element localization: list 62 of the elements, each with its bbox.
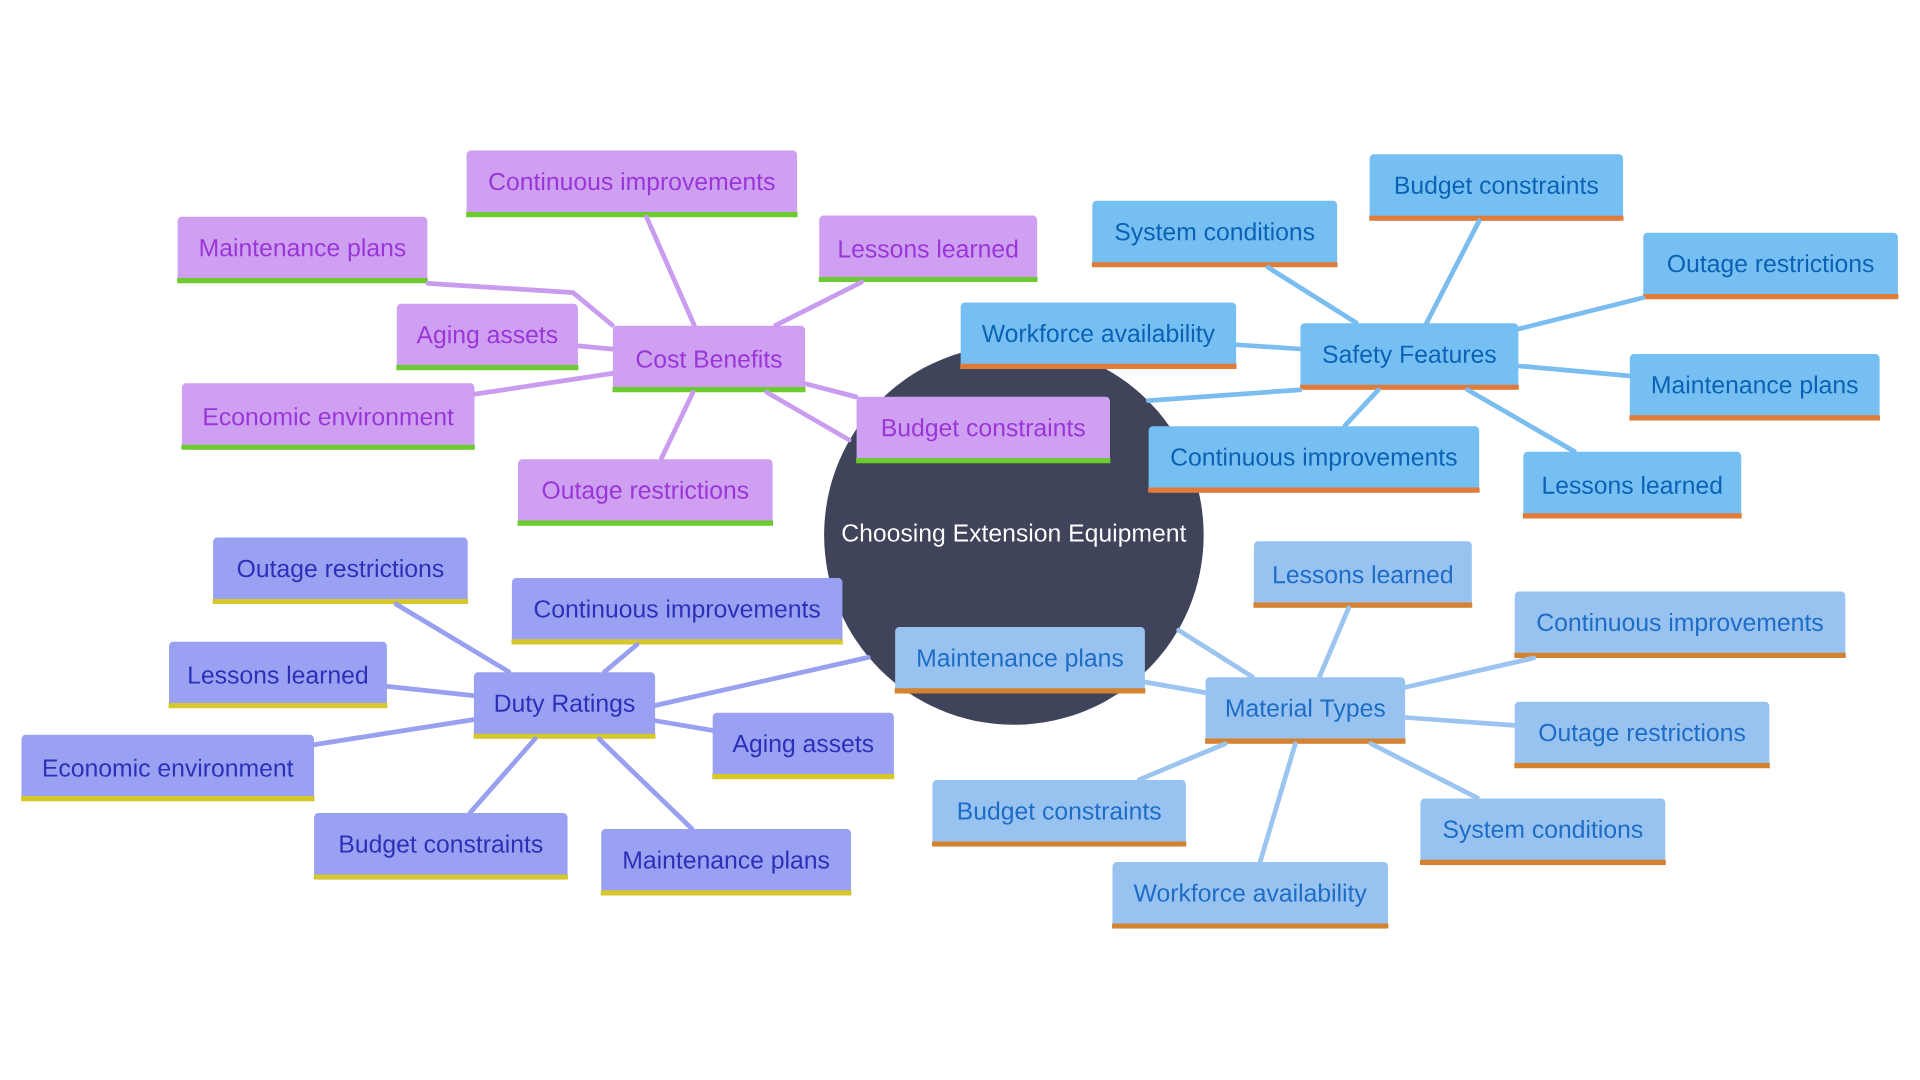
connector-line bbox=[653, 718, 715, 733]
topic-box: Continuous improvements bbox=[1514, 591, 1846, 658]
topic-box: Workforce availability bbox=[1112, 862, 1389, 929]
topic-box: Lessons learned bbox=[1522, 451, 1742, 519]
topic-box: Continuous improvements bbox=[511, 577, 843, 645]
connector-line bbox=[596, 736, 694, 831]
connector-line bbox=[1142, 679, 1208, 695]
connector-line bbox=[1317, 605, 1352, 680]
topic-box: Budget constraints bbox=[1369, 154, 1624, 221]
connector-line bbox=[393, 601, 512, 675]
topic-box: Economic environment bbox=[181, 383, 475, 450]
topic-box: Continuous improvements bbox=[466, 150, 798, 218]
connector-line bbox=[385, 684, 476, 698]
branch-box: Duty Ratings bbox=[473, 672, 656, 739]
topic-box: Maintenance plans bbox=[1629, 353, 1881, 421]
connector-line bbox=[653, 655, 871, 708]
topic-box: Aging assets bbox=[712, 712, 895, 780]
topic-box: Maintenance plans bbox=[177, 216, 428, 284]
topic-box: Workforce availability bbox=[960, 302, 1237, 369]
topic-box: System conditions bbox=[1091, 200, 1338, 268]
topic-box: Maintenance plans bbox=[600, 829, 852, 896]
connector-line bbox=[1136, 741, 1228, 782]
connector-line bbox=[1516, 363, 1632, 379]
connector-line bbox=[764, 389, 852, 443]
topic-box: Lessons learned bbox=[168, 641, 388, 709]
connector-line bbox=[1265, 265, 1359, 326]
connector-line bbox=[1403, 715, 1517, 728]
branch-box: Safety Features bbox=[1300, 323, 1519, 390]
connector-line bbox=[644, 214, 697, 328]
connector-line bbox=[602, 642, 640, 675]
connector-line bbox=[425, 280, 615, 328]
connector-line bbox=[576, 343, 615, 352]
topic-box: Budget constraints bbox=[932, 780, 1187, 847]
connector-line bbox=[1516, 295, 1646, 332]
connector-line bbox=[658, 389, 696, 462]
connector-line bbox=[1146, 387, 1303, 403]
topic-box: Economic environment bbox=[21, 734, 315, 802]
topic-box: Budget constraints bbox=[313, 813, 568, 880]
connector-line bbox=[1424, 218, 1482, 326]
topic-box: Outage restrictions bbox=[212, 537, 469, 605]
topic-box: Outage restrictions bbox=[517, 459, 774, 526]
connector-line bbox=[1465, 387, 1577, 454]
topic-box: Continuous improvements bbox=[1148, 426, 1480, 493]
topic-box: Outage restrictions bbox=[1514, 701, 1770, 769]
topic-box: Outage restrictions bbox=[1642, 232, 1899, 300]
topic-box: Lessons learned bbox=[818, 215, 1038, 283]
connector-line bbox=[1257, 741, 1298, 864]
branch-box: Material Types bbox=[1205, 677, 1406, 744]
connector-line bbox=[1368, 741, 1480, 801]
connector-line bbox=[773, 279, 864, 328]
branch-box: Cost Benefits bbox=[612, 325, 806, 393]
connector-line bbox=[467, 736, 538, 815]
topic-box: System conditions bbox=[1420, 798, 1666, 865]
topic-box: Aging assets bbox=[396, 303, 579, 371]
connector-line bbox=[312, 717, 476, 748]
connector-line bbox=[1234, 342, 1303, 352]
connector-line bbox=[472, 371, 615, 397]
connector-line bbox=[1342, 387, 1381, 429]
connector-line bbox=[1176, 627, 1255, 680]
connector-line bbox=[803, 381, 859, 400]
connector-line bbox=[1403, 655, 1537, 690]
topic-box: Lessons learned bbox=[1253, 541, 1473, 608]
